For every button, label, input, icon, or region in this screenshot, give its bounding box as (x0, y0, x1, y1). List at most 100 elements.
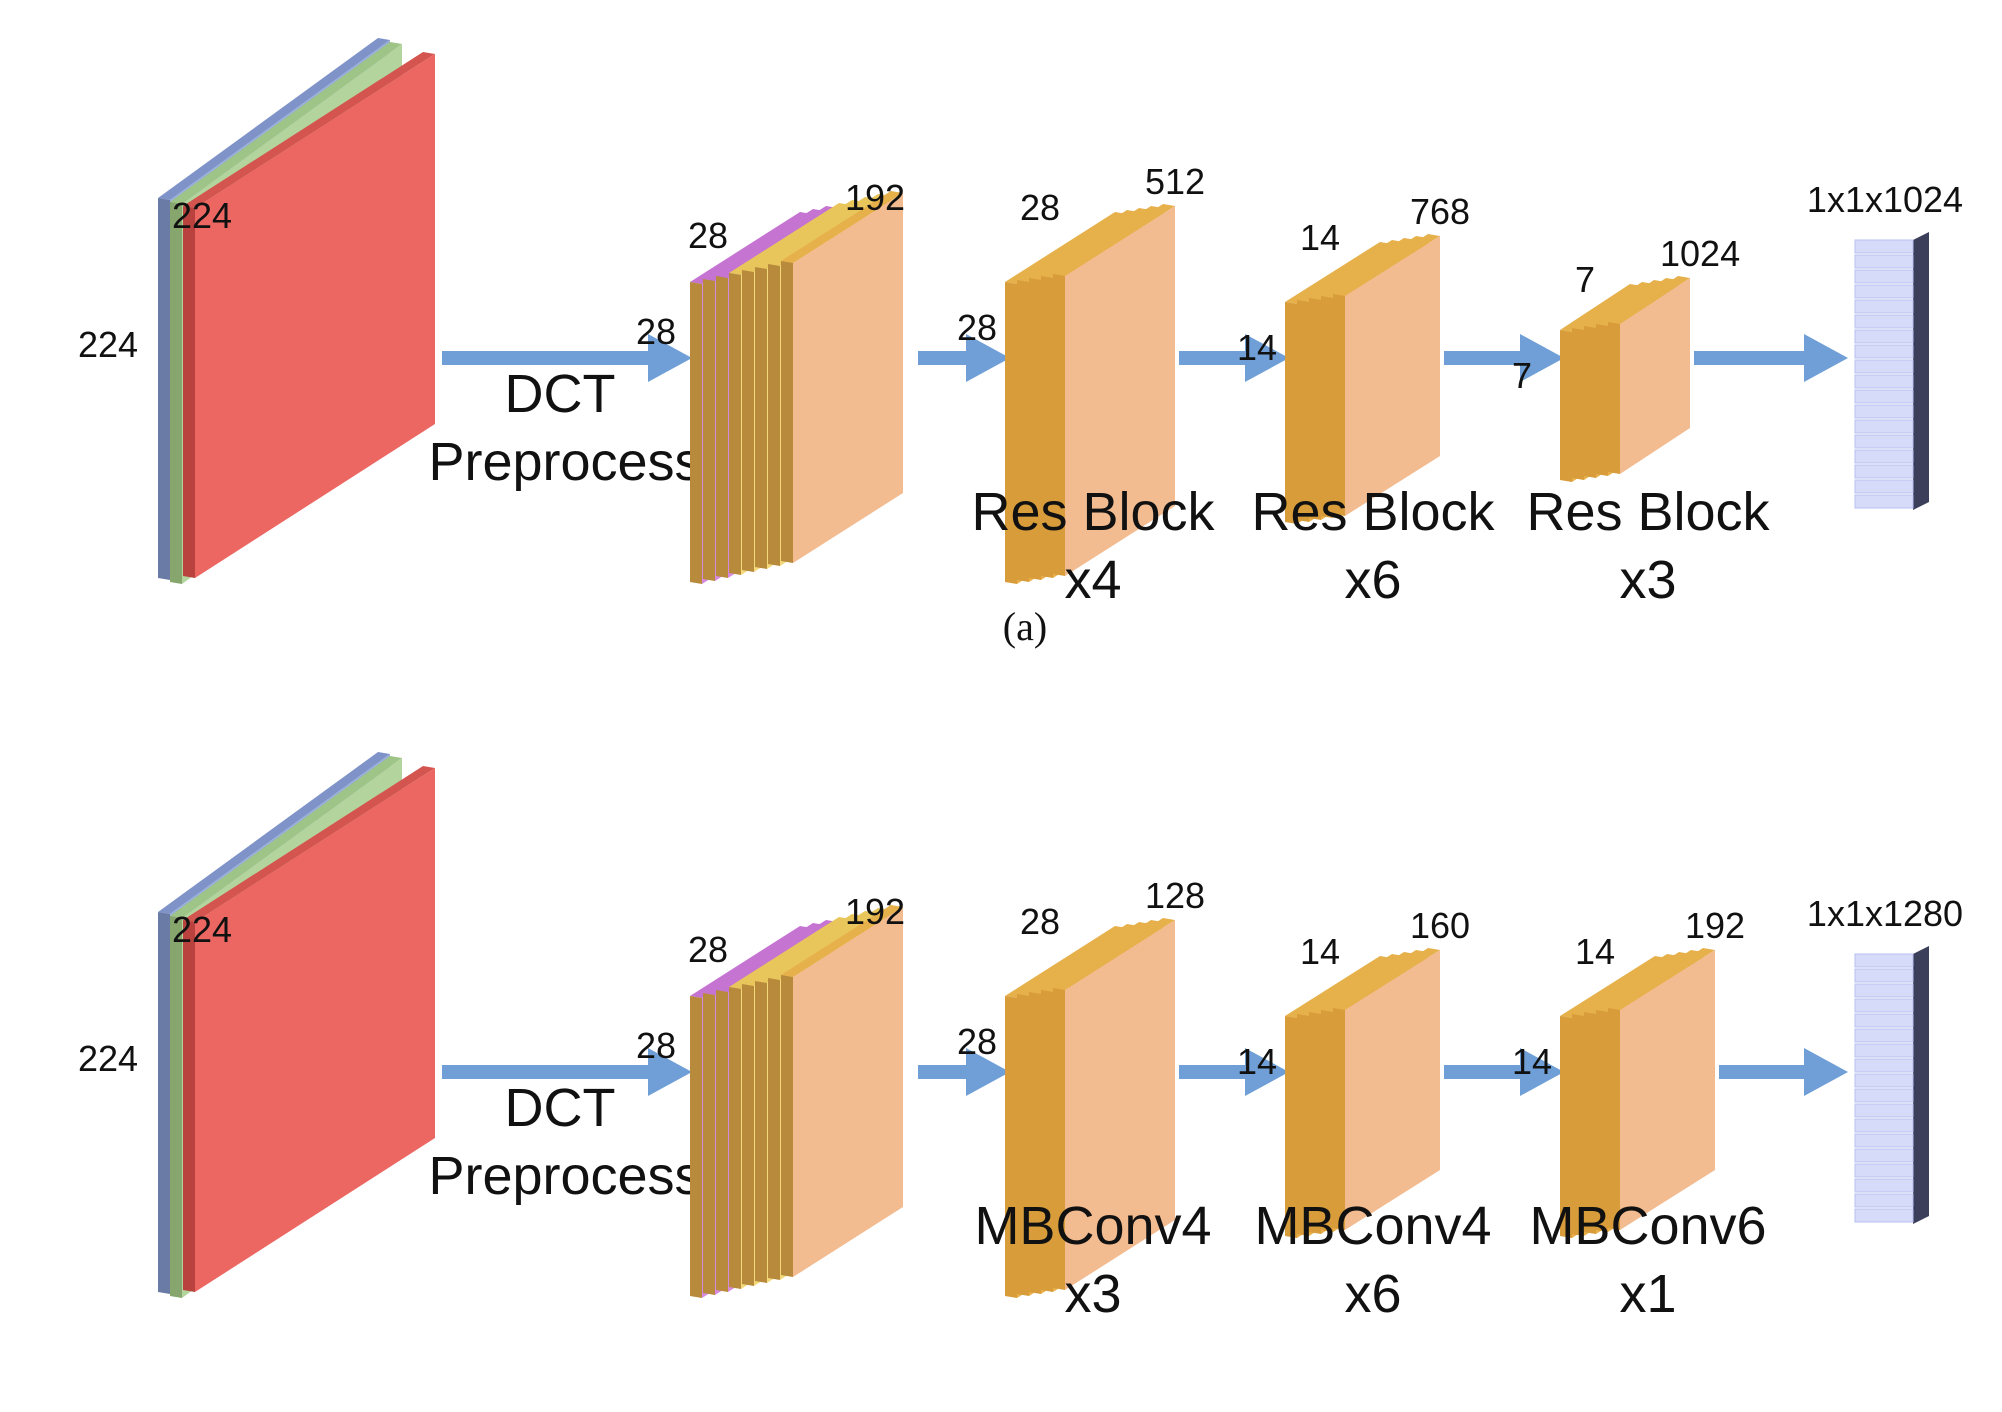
channel-red (183, 52, 435, 578)
stage-3-side-label: 7 (1512, 355, 1532, 396)
output-vector-cell (1854, 953, 1914, 968)
stage-1-side-label: 28 (957, 1021, 997, 1062)
arrow-after-stage-2 (1444, 334, 1564, 382)
dct-slice-7 (781, 191, 903, 563)
right-arrow-icon (1520, 1048, 1564, 1096)
channel-red-face (195, 768, 435, 1292)
channel-blue-edge (158, 912, 170, 1294)
arrow-after-stage-1 (1179, 334, 1289, 382)
output-vector-cell (1854, 389, 1914, 404)
stage-1-feature-map-icon-slice-3-edge (1041, 276, 1053, 578)
output-vector-cell (1854, 419, 1914, 434)
output-vector-cell (1854, 494, 1914, 509)
dct-slice-0-edge (690, 282, 702, 584)
dct-slice-1-edge (703, 993, 715, 1295)
stage-2-feature-map-icon-slice-4-edge (1333, 1008, 1345, 1230)
stage-1-name: Res Block (971, 482, 1215, 542)
output-vector-cell (1854, 329, 1914, 344)
stage-1-feature-map-icon-slice-1-edge (1017, 994, 1029, 1296)
arrow-to-dct (442, 334, 692, 382)
stage-1-feature-map-icon-slice-4 (1053, 204, 1175, 576)
stage-1-feature-map-icon-slice-0-edge (1005, 282, 1017, 584)
output-vector-cell (1854, 299, 1914, 314)
dct-slice-7 (781, 905, 903, 1277)
channel-green-top (170, 756, 402, 918)
output-shape-label: 1x1x1024 (1807, 179, 1963, 220)
arrow-to-stage-1 (918, 334, 1010, 382)
output-vector-cell (1854, 1193, 1914, 1208)
stage-3-feature-map-icon-slice-4 (1608, 948, 1715, 1230)
arrow-after-stage-1 (1179, 1048, 1289, 1096)
dct-side-label: 28 (636, 311, 676, 352)
right-arrow-icon (966, 1048, 1010, 1096)
input-height-label: 224 (78, 324, 138, 365)
stage-3-feature-map-icon-slice-0-edge (1560, 330, 1572, 482)
dct-slice-6-edge (768, 264, 780, 566)
output-vector-cell (1854, 1178, 1914, 1193)
right-arrow-icon (1804, 334, 1848, 382)
rgb-input-image-icon (158, 752, 435, 1298)
input-width-label: 224 (172, 195, 232, 236)
stage-1-repeat: x4 (1064, 550, 1121, 610)
dct-slice-3-edge (729, 273, 741, 575)
stage-2-feature-map-icon-slice-1-edge (1297, 300, 1309, 522)
output-vector-cell (1854, 404, 1914, 419)
stage-1-feature-map-icon-slice-4 (1053, 918, 1175, 1290)
dct-slice-5-edge (755, 267, 767, 569)
output-shape-label: 1x1x1280 (1807, 893, 1963, 934)
stage-2-side-label: 14 (1237, 1041, 1277, 1082)
stage-2-depth-label: 14 (1300, 217, 1340, 258)
output-vector-cell (1854, 464, 1914, 479)
stage-2-feature-map-icon-slice-3-edge (1321, 1010, 1333, 1232)
dct-slice-7-edge (781, 975, 793, 1277)
output-vector-cell (1854, 1073, 1914, 1088)
stage-2-channels-label: 768 (1410, 191, 1470, 232)
stage-1-feature-map-icon-slice-1-edge (1017, 280, 1029, 582)
stage-1-feature-map-icon-slice-3-edge (1041, 990, 1053, 1292)
stage-1-feature-map-icon-slice-4-top (1053, 204, 1175, 276)
stage-2-repeat: x6 (1344, 550, 1401, 610)
dct-channels-label: 192 (845, 891, 905, 932)
output-vector-cell (1854, 254, 1914, 269)
dct-slice-3-edge (729, 987, 741, 1289)
arrow-after-stage-3 (1719, 1048, 1848, 1096)
stage-2-feature-map-icon-slice-4-edge (1333, 294, 1345, 516)
dct-slice-4-edge (742, 984, 754, 1286)
stage-2-feature-map-icon-slice-4-face (1345, 950, 1440, 1230)
stage-1-channels-label: 512 (1145, 161, 1205, 202)
output-vector-cell (1854, 1013, 1914, 1028)
stage-3-repeat: x1 (1619, 1264, 1676, 1324)
dct-slice-7-edge (781, 261, 793, 563)
right-arrow-icon (966, 334, 1010, 382)
stage-2-feature-map-icon-slice-4 (1333, 234, 1440, 516)
dct-slice-7-top (781, 905, 903, 977)
stage-3-depth-label: 14 (1575, 931, 1615, 972)
dct-channels-label: 192 (845, 177, 905, 218)
stage-2-feature-map-icon-slice-2-edge (1309, 1012, 1321, 1234)
stage-3-name: Res Block (1526, 482, 1770, 542)
stage-2-feature-map-icon-slice-0-edge (1285, 1016, 1297, 1238)
stage-3-feature-map-icon (1560, 948, 1715, 1238)
channel-red-top (183, 766, 435, 922)
stage-1-feature-map-icon-slice-4-top (1053, 918, 1175, 990)
output-vector-cell (1854, 239, 1914, 254)
right-arrow-icon (648, 1048, 692, 1096)
stage-2-feature-map-icon-slice-4 (1333, 948, 1440, 1230)
stage-2-feature-map-icon-slice-2-edge (1309, 298, 1321, 520)
output-vector-cell (1854, 359, 1914, 374)
dct-slice-7-face (793, 907, 903, 1277)
arrow-to-stage-1 (918, 1048, 1010, 1096)
channel-red (183, 766, 435, 1292)
preprocess-label-line1: DCT (505, 364, 616, 424)
dct-slice-6-edge (768, 978, 780, 1280)
arrow-after-stage-3 (1694, 334, 1848, 382)
stage-3-channels-label: 192 (1685, 905, 1745, 946)
output-vector-cell (1854, 449, 1914, 464)
dct-side-label: 28 (636, 1025, 676, 1066)
preprocess-label-line2: Preprocess (428, 432, 701, 492)
channel-red-edge (183, 920, 195, 1292)
arrow-to-dct (442, 1048, 692, 1096)
stage-3-feature-map-icon-slice-4-edge (1608, 1008, 1620, 1230)
